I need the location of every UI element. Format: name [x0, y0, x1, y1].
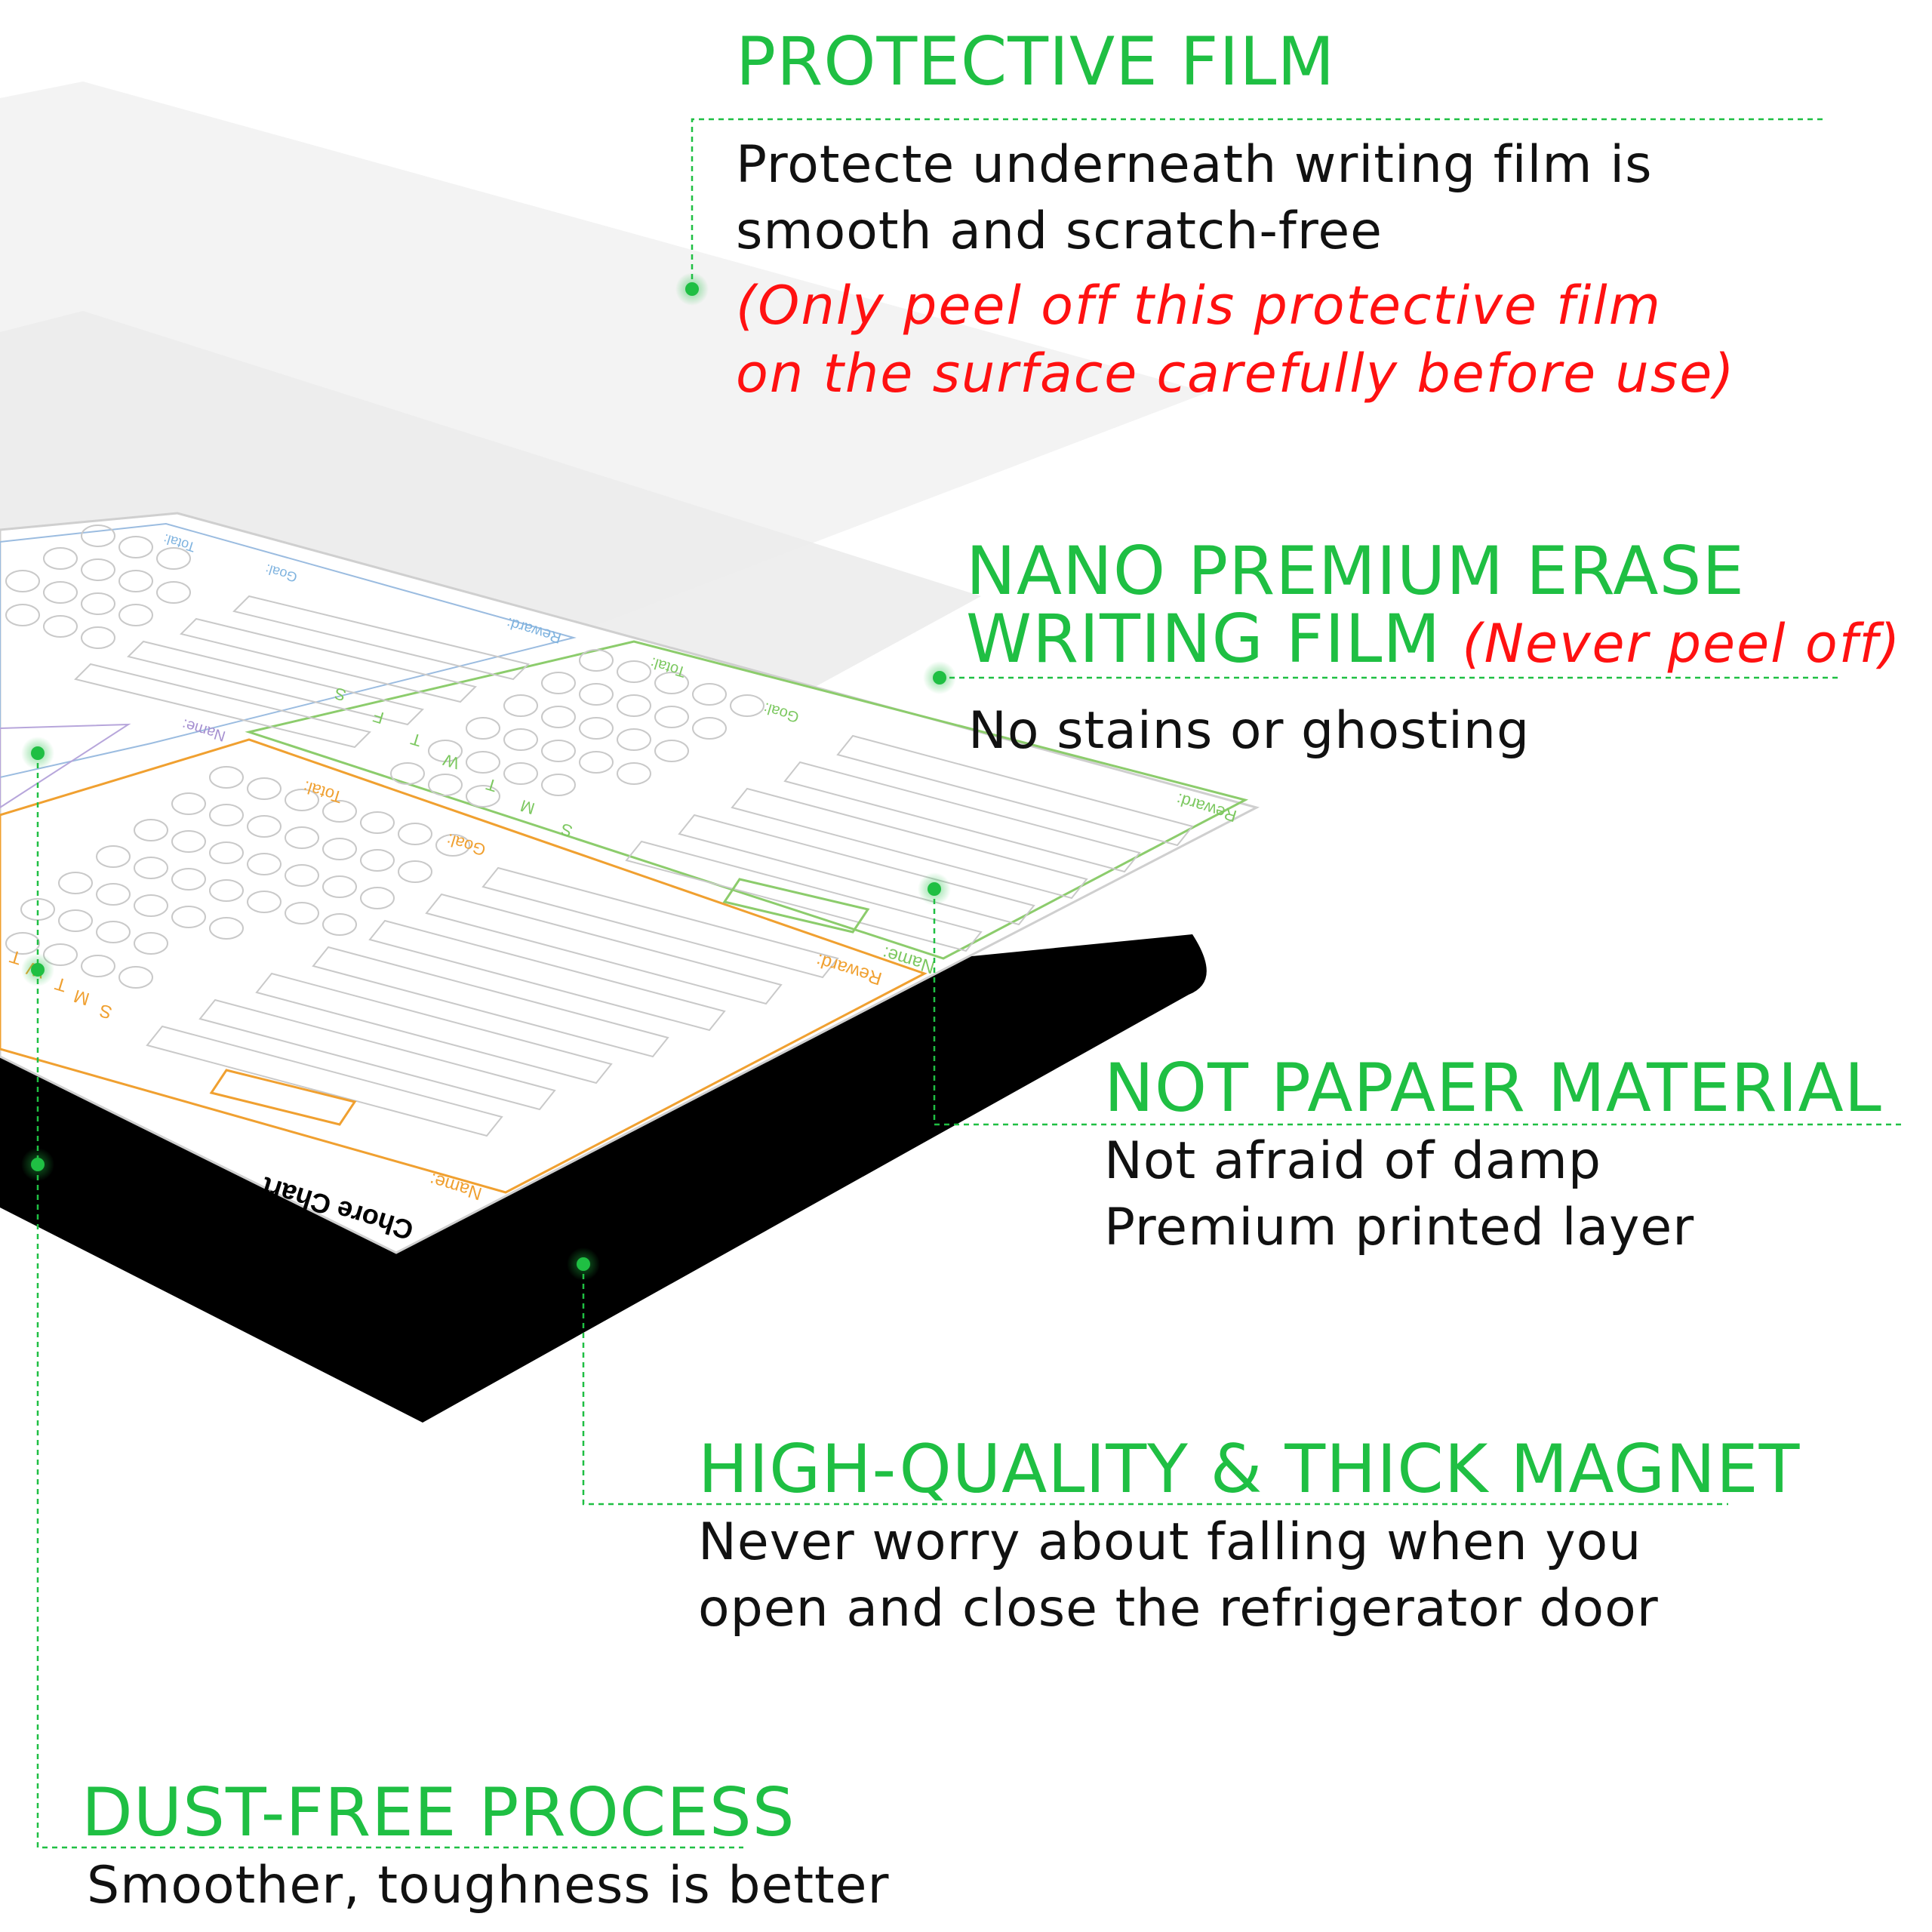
orange-name-box [209, 1069, 357, 1126]
not-paper-body-line1: Not afraid of damp [1104, 1131, 1602, 1191]
magnet-body-line1: Never worry about falling when you [698, 1512, 1642, 1572]
callout-dots [21, 272, 956, 1281]
dust-free-title: DUST-FREE PROCESS [82, 1774, 795, 1851]
not-paper-title: NOT PAPAER MATERIAL [1104, 1049, 1882, 1127]
day-letter: S [97, 1000, 115, 1023]
leader-lines [36, 118, 1902, 1849]
blue-panel-circles [5, 525, 191, 649]
writing-film-title-line1: NANO PREMIUM ERASE [966, 532, 1745, 610]
day-letter: S [558, 820, 574, 841]
purple-panel [0, 723, 131, 809]
blue-panel-bars [74, 595, 530, 749]
writing-film-note: (Never peel off) [1462, 613, 1902, 675]
writing-film-title-line2: WRITING FILM [966, 600, 1441, 678]
leader-not-paper [933, 889, 1902, 1126]
protective-film-title: PROTECTIVE FILM [736, 23, 1336, 100]
orange-panel-circles [5, 766, 470, 989]
orange-panel-bars [146, 866, 839, 1137]
protective-film-note-line1: (Only peel off this protective film [736, 275, 1662, 337]
chore-chart-sheet [0, 512, 1260, 1254]
protective-film-note-line2: on the surface carefully before use) [736, 343, 1736, 405]
leader-magnet [582, 1264, 1728, 1506]
protective-film-body-line1: Protecte underneath writing film is [736, 135, 1653, 195]
leader-dust-free [36, 753, 743, 1849]
leader-protective-film [691, 118, 1826, 289]
orange-panel [0, 738, 928, 1194]
writing-film-title-line2-row: WRITING FILM (Never peel off) [966, 600, 1901, 678]
not-paper-body-line2: Premium printed layer [1104, 1198, 1695, 1257]
dust-free-body: Smoother, toughness is better [87, 1856, 890, 1915]
magnet-title: HIGH-QUALITY & THICK MAGNET [698, 1430, 1801, 1508]
green-name-box [722, 878, 870, 934]
magnet-body-line2: open and close the refrigerator door [698, 1579, 1659, 1638]
protective-film-body-line2: smooth and scratch-free [736, 202, 1383, 261]
green-panel-bars [625, 734, 1194, 952]
green-panel-circles [390, 649, 764, 808]
blue-panel [0, 522, 577, 779]
day-letter: S [332, 684, 348, 705]
writing-film-body: No stains or ghosting [968, 701, 1531, 761]
